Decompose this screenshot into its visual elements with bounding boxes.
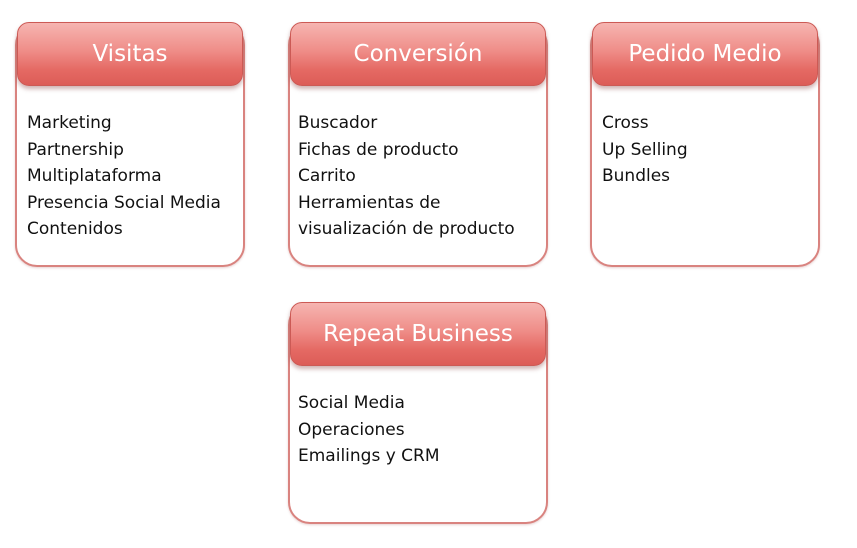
- list-item: Operaciones: [298, 419, 405, 440]
- card-item-list: Marketing Partnership Multiplataforma Pr…: [27, 110, 221, 243]
- card-conversion: Conversión Buscador Fichas de producto C…: [288, 22, 548, 267]
- card-visitas: Visitas Marketing Partnership Multiplata…: [15, 22, 245, 267]
- list-item: Fichas de producto: [298, 139, 459, 160]
- card-header: Conversión: [290, 22, 546, 86]
- card-pedido-medio: Pedido Medio Cross Up Selling Bundles: [590, 22, 820, 267]
- card-item-list: Social Media Operaciones Emailings y CRM: [298, 390, 440, 470]
- card-repeat-business: Repeat Business Social Media Operaciones…: [288, 302, 548, 524]
- list-item: Carrito: [298, 166, 356, 186]
- list-item: visualización de producto: [298, 219, 515, 239]
- list-item: Cross: [602, 113, 649, 133]
- card-item-list: Cross Up Selling Bundles: [602, 110, 688, 190]
- card-title: Pedido Medio: [628, 41, 782, 67]
- list-item: Multiplataforma: [27, 166, 162, 186]
- card-title: Visitas: [92, 41, 168, 67]
- card-title: Repeat Business: [323, 321, 513, 347]
- list-item: Up Selling: [602, 139, 688, 160]
- list-item: Marketing: [27, 113, 112, 133]
- list-item: Contenidos: [27, 219, 123, 239]
- list-item: Emailings y CRM: [298, 446, 440, 466]
- list-item: Partnership: [27, 139, 124, 160]
- card-title: Conversión: [353, 41, 483, 67]
- card-header: Visitas: [17, 22, 243, 86]
- card-header: Pedido Medio: [592, 22, 818, 86]
- list-item: Presencia Social Media: [27, 192, 221, 213]
- card-item-list: Buscador Fichas de producto Carrito Herr…: [298, 110, 515, 243]
- list-item: Social Media: [298, 393, 405, 413]
- list-item: Bundles: [602, 166, 671, 186]
- card-header: Repeat Business: [290, 302, 546, 366]
- list-item: Herramientas de: [298, 192, 441, 213]
- list-item: Buscador: [298, 113, 378, 133]
